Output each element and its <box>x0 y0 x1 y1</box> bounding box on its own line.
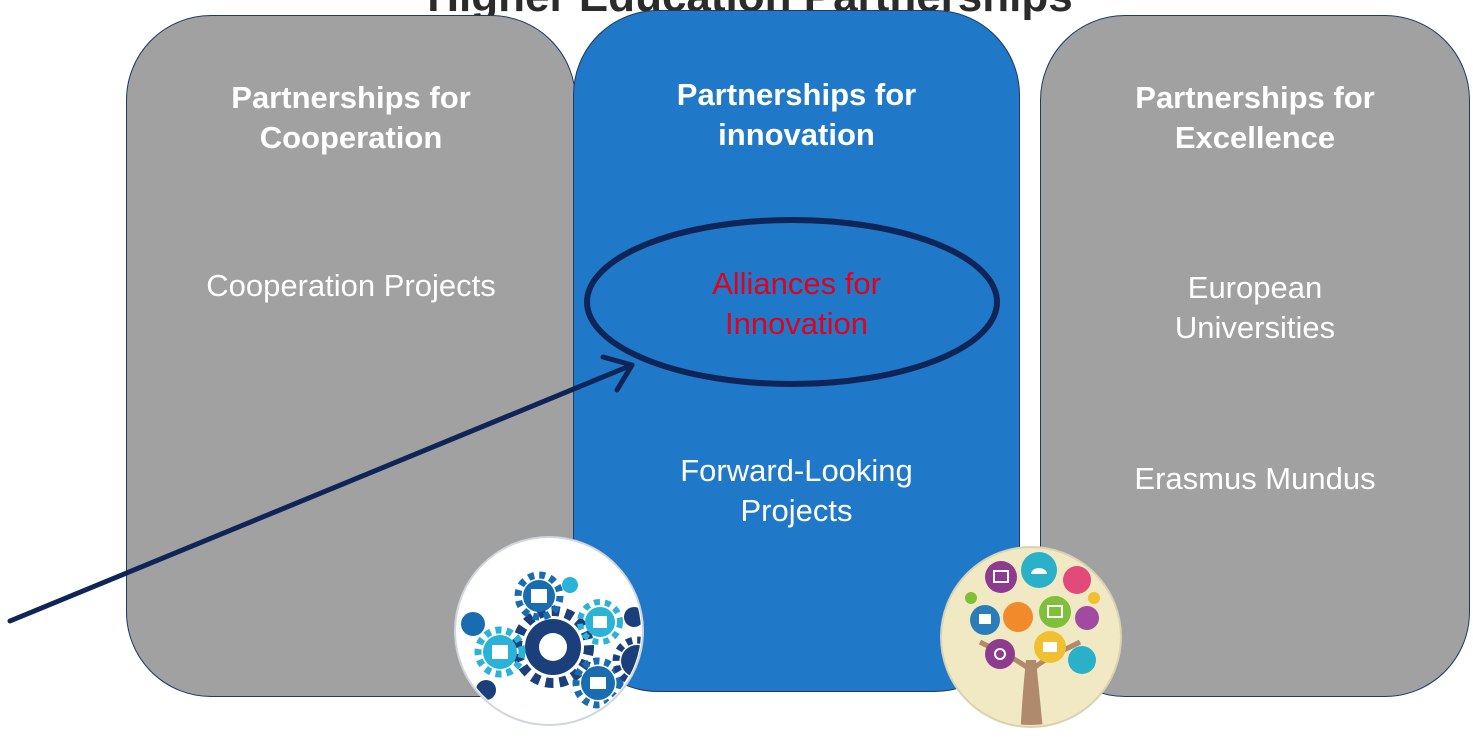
erasmus-mundus-label: Erasmus Mundus <box>1134 461 1376 496</box>
alliances-for-innovation-label: Alliances for Innovation <box>574 264 1019 344</box>
pointer-arrow <box>7 354 635 624</box>
panel-cooperation-title-line1: Partnerships for <box>231 80 471 115</box>
panel-excellence-title-line2: Excellence <box>1174 120 1336 155</box>
panel-innovation-title-line1: Partnerships for <box>676 77 917 112</box>
panel-innovation-title: Partnerships for innovation <box>574 75 1019 155</box>
forward-looking-line2: Projects <box>740 493 853 528</box>
alliances-line1: Alliances for <box>712 266 881 301</box>
cooperation-projects-label: Cooperation Projects <box>206 268 496 303</box>
highlight-ellipse <box>584 217 1000 387</box>
knowledge-tree-icon <box>940 546 1122 728</box>
european-universities-label: European Universities <box>1041 268 1469 348</box>
forward-looking-projects-label: Forward-Looking Projects <box>574 451 1019 531</box>
european-universities-line2: Universities <box>1174 310 1336 345</box>
panel-excellence-title: Partnerships for Excellence <box>1041 78 1469 158</box>
panel-cooperation-title-line2: Cooperation <box>259 120 443 155</box>
alliances-line2: Innovation <box>724 306 869 341</box>
panel-innovation: Partnerships for innovation Alliances fo… <box>573 10 1020 692</box>
panel-excellence-title-line1: Partnerships for <box>1135 80 1375 115</box>
panel-excellence: Partnerships for Excellence European Uni… <box>1040 15 1470 697</box>
european-universities-line1: European <box>1187 270 1323 305</box>
panel-cooperation-title: Partnerships for Cooperation <box>127 78 575 158</box>
forward-looking-line1: Forward-Looking <box>680 453 913 488</box>
panel-innovation-title-line2: innovation <box>718 117 875 152</box>
gears-icon <box>454 536 644 726</box>
